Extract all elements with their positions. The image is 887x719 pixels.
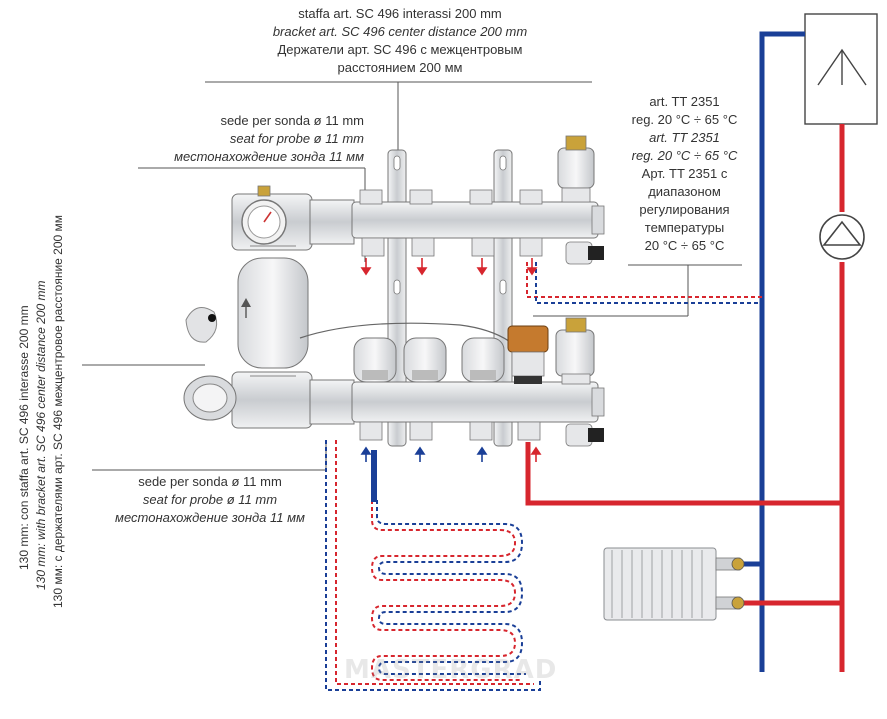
label-probe-top: sede per sonda ø 11 mm seat for probe ø … bbox=[100, 112, 364, 166]
label-probe-bottom: sede per sonda ø 11 mm seat for probe ø … bbox=[80, 473, 340, 527]
label-bracket-it: staffa art. SC 496 interassi 200 mm bbox=[298, 6, 502, 21]
label-bracket-ru-1: Держатели арт. SC 496 с межцентровым bbox=[277, 42, 523, 57]
thermometer bbox=[241, 185, 287, 245]
flow-arrows-upper bbox=[360, 258, 538, 276]
pump-group bbox=[183, 193, 521, 429]
drain-valve-upper bbox=[565, 241, 604, 265]
boiler-unit bbox=[804, 13, 878, 125]
label-thermostat-en-2: reg. 20 °C ÷ 65 °C bbox=[631, 148, 738, 163]
leader-lines bbox=[82, 81, 742, 471]
circulation-pump bbox=[819, 214, 865, 260]
label-thermostat: art. TT 2351 reg. 20 °C ÷ 65 °C art. TT … bbox=[612, 93, 757, 255]
radiator bbox=[603, 547, 745, 621]
label-thermostat-en-1: art. TT 2351 bbox=[649, 130, 720, 145]
label-thermostat-ru-3: регулирования bbox=[639, 202, 730, 217]
valve-head-1 bbox=[353, 337, 397, 383]
label-thermostat-ru-1: Арт. TT 2351 с bbox=[641, 166, 728, 181]
label-probe-top-ru: местонахождение зонда 11 мм bbox=[174, 149, 364, 164]
label-thermostat-ru-2: диапазоном bbox=[648, 184, 721, 199]
label-probe-top-en: seat for probe ø 11 mm bbox=[229, 131, 364, 146]
air-vent-lower bbox=[555, 317, 595, 385]
label-thermostat-ru-5: 20 °C ÷ 65 °C bbox=[644, 238, 725, 253]
label-thermostat-it-2: reg. 20 °C ÷ 65 °C bbox=[631, 112, 738, 127]
label-probe-bottom-ru: местонахождение зонда 11 мм bbox=[115, 510, 305, 525]
label-thermostat-it-1: art. TT 2351 bbox=[649, 94, 720, 109]
label-thermostat-ru-4: температуры bbox=[644, 220, 725, 235]
label-probe-top-it: sede per sonda ø 11 mm bbox=[220, 113, 364, 128]
lower-manifold bbox=[351, 381, 605, 441]
valve-head-3 bbox=[461, 337, 505, 383]
flow-arrows-lower bbox=[360, 446, 542, 462]
label-distance-it: 130 mm: con staffa art. SC 496 interasse… bbox=[17, 305, 31, 570]
label-bracket-ru-2: расстоянием 200 мм bbox=[337, 60, 463, 75]
supply-pipe-main bbox=[525, 124, 845, 672]
label-distance-en: 130 mm: with bracket art. SC 496 center … bbox=[34, 280, 48, 590]
label-distance-ru: 130 мм: с держателями арт. SC 496 межцен… bbox=[51, 214, 65, 608]
thermostat-tt2351 bbox=[507, 325, 549, 384]
label-probe-bottom-it: sede per sonda ø 11 mm bbox=[138, 474, 282, 489]
label-bracket-top: staffa art. SC 496 interassi 200 mm brac… bbox=[205, 5, 595, 77]
label-probe-bottom-en: seat for probe ø 11 mm bbox=[142, 492, 278, 507]
air-vent-upper bbox=[557, 135, 595, 203]
upper-manifold bbox=[351, 189, 605, 257]
valve-head-2 bbox=[403, 337, 447, 383]
label-bracket-en: bracket art. SC 496 center distance 200 … bbox=[272, 24, 528, 39]
watermark: MASTERGRAD bbox=[344, 655, 558, 685]
return-pipe-main bbox=[759, 31, 805, 672]
drain-valve-lower bbox=[565, 423, 604, 447]
underfloor-loop bbox=[325, 440, 541, 691]
dashed-connection-upper bbox=[526, 262, 762, 304]
